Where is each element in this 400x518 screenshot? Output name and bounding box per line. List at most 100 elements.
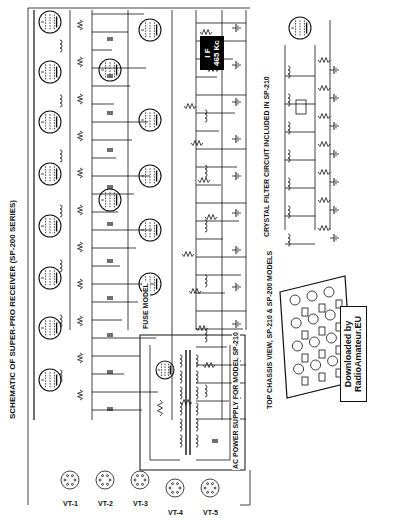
wire (336, 152, 337, 157)
tube-symbol (139, 109, 161, 131)
resistor-symbol (158, 400, 163, 416)
socket-symbol (166, 479, 184, 497)
wire (107, 222, 113, 223)
wire (107, 111, 113, 112)
tube-symbol (39, 369, 61, 391)
coil-symbol (60, 150, 62, 162)
coil-symbol (180, 403, 182, 415)
wire (92, 410, 142, 411)
wire (196, 401, 229, 402)
resistor-symbol (318, 198, 330, 203)
wire (232, 324, 236, 325)
wire (336, 236, 337, 241)
resistor-symbol (318, 86, 330, 91)
wire (238, 285, 239, 290)
wire (70, 10, 71, 330)
wire (232, 28, 236, 29)
wire (107, 259, 113, 260)
coil-symbol (180, 419, 182, 431)
resistor-symbol (189, 289, 201, 294)
wire (240, 470, 250, 505)
wire (240, 175, 241, 177)
wire (33, 10, 34, 420)
wire (107, 296, 113, 297)
wire (196, 203, 246, 204)
wire (107, 150, 113, 151)
wire (240, 323, 241, 325)
wire (285, 76, 315, 77)
coil-symbol (205, 330, 207, 342)
wire (240, 286, 241, 288)
wire (330, 126, 334, 127)
wire (236, 320, 237, 328)
wire (107, 298, 113, 299)
wire (107, 407, 113, 408)
wire (92, 50, 112, 51)
node-text: I F (203, 40, 212, 66)
wire (107, 335, 113, 336)
wire (196, 23, 246, 24)
title: SCHEMATIC OF SUPER-PRO RECEIVER (SP-200 … (9, 199, 18, 420)
wire (92, 320, 122, 321)
wire (92, 392, 158, 393)
wire (107, 185, 113, 186)
wire (196, 293, 225, 294)
coil-symbol (180, 387, 182, 399)
wire (196, 311, 246, 312)
if-box: I F465 Kc (200, 36, 224, 70)
tube-symbol (39, 267, 61, 289)
wire (240, 27, 241, 29)
wire (336, 208, 337, 213)
wire (236, 135, 237, 143)
resistor-symbol (78, 168, 83, 178)
wire (92, 86, 130, 87)
coil-symbol (60, 205, 62, 217)
tube-symbol (39, 11, 61, 33)
wire (92, 158, 116, 159)
tube-label: VT-1 (62, 500, 79, 508)
resistor-symbol (78, 94, 83, 104)
socket-symbol (96, 471, 114, 489)
coil-symbol (180, 355, 182, 367)
wire (107, 224, 113, 225)
resistor-symbol (184, 104, 196, 109)
wire (107, 372, 113, 373)
wire (92, 266, 120, 267)
wire (285, 216, 315, 217)
wire (240, 212, 241, 214)
wire (330, 98, 334, 99)
wire (336, 180, 337, 185)
wire (330, 70, 334, 71)
resistor-symbol (203, 363, 215, 368)
tube-symbol (39, 317, 61, 339)
wire (240, 249, 241, 251)
coil-symbol (196, 403, 198, 415)
wire (196, 149, 246, 150)
wire (107, 333, 113, 334)
wire (338, 153, 339, 155)
wire (338, 69, 339, 71)
caption-label: FUSE MODEL (142, 282, 150, 330)
socket-symbol (201, 479, 219, 497)
resistor-symbol (198, 178, 210, 183)
coil-symbol (180, 435, 182, 447)
wire (107, 261, 113, 262)
resistor-symbol (318, 114, 330, 119)
tube-symbol (289, 17, 311, 39)
wire (338, 181, 339, 183)
wire (285, 244, 315, 245)
wire (238, 174, 239, 179)
resistor-symbol (78, 353, 83, 363)
coil-symbol (180, 371, 182, 383)
wire (236, 246, 237, 254)
wire (238, 100, 239, 105)
wire (92, 32, 128, 33)
wire (238, 248, 239, 253)
wire (236, 24, 237, 32)
wire (330, 182, 334, 183)
wire (107, 39, 113, 40)
wiring (28, 8, 352, 505)
wire (232, 176, 236, 177)
tube-symbol (99, 59, 121, 81)
wire (196, 113, 235, 114)
